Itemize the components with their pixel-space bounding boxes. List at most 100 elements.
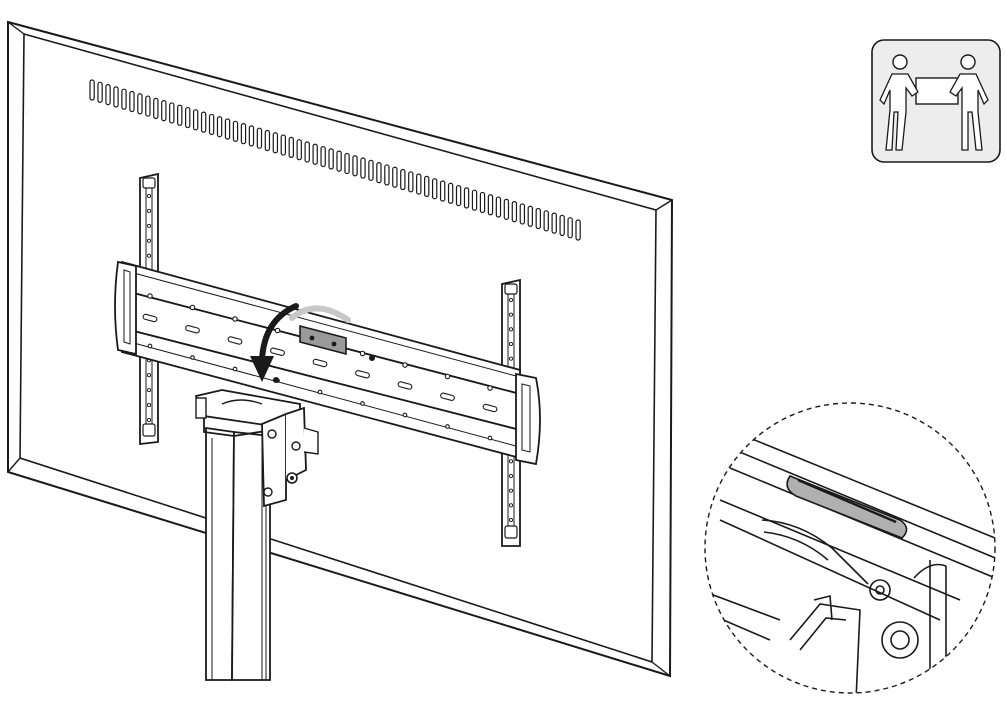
horizontal-bracket [114, 260, 541, 466]
bracket-hole [359, 350, 366, 357]
bracket-hole [147, 343, 153, 349]
vent-slot [543, 210, 549, 232]
vent-slot [296, 139, 302, 161]
vent-slot [105, 83, 111, 106]
vent-slot [439, 180, 446, 202]
bracket-slot [227, 336, 243, 345]
bracket-hole [190, 355, 195, 360]
bracket-slot [312, 358, 328, 368]
vent-slot [153, 97, 159, 119]
bracket-hole [444, 373, 451, 380]
bracket-slot [482, 403, 498, 413]
bracket-hole [402, 362, 408, 368]
arm-hole [146, 373, 152, 378]
bracket-slot [185, 325, 200, 334]
vent-slot [89, 79, 95, 101]
vent-slot [384, 164, 390, 186]
arm-hole [508, 312, 514, 317]
curved-arrow-icon [250, 303, 351, 382]
arm-hole [508, 473, 514, 479]
vent-slot [368, 159, 374, 181]
bracket-hole [189, 304, 196, 311]
vent-slot [455, 184, 462, 207]
vent-slot [248, 125, 255, 147]
vent-slot [424, 175, 430, 197]
arm-hole [146, 388, 152, 393]
vent-slot [519, 203, 526, 225]
vent-slot [177, 104, 183, 126]
bracket-slot [270, 347, 285, 356]
bracket-slot [355, 370, 370, 379]
arm-hole [508, 341, 514, 347]
bracket-hole [360, 401, 365, 406]
vent-slot [161, 100, 167, 122]
arm-hole [146, 223, 152, 228]
vent-slot [320, 145, 326, 168]
bracket-hole [232, 366, 238, 372]
vent-slot [559, 214, 565, 237]
vent-slot [224, 118, 231, 140]
bracket-hole [402, 412, 408, 418]
bracket-hole [232, 316, 238, 322]
bracket-hole [317, 389, 323, 395]
bracket-hole [487, 435, 493, 441]
vent-slot [408, 171, 414, 193]
bracket-hole [487, 385, 493, 391]
vent-slot [288, 136, 294, 158]
vent-slot [336, 150, 342, 172]
arm-hole [508, 327, 514, 332]
vent-slot [471, 189, 478, 211]
vent-slot [567, 217, 573, 239]
two-person-lift-icon [871, 39, 1001, 163]
arm-hole [508, 459, 514, 464]
vent-slot [431, 178, 438, 200]
vent-slot [392, 166, 398, 188]
vent-slot [503, 198, 510, 220]
arm-hole [508, 356, 514, 361]
vent-slot [551, 212, 557, 234]
vent-slot [527, 205, 533, 227]
vent-slot [304, 141, 310, 163]
arm-hole [508, 297, 514, 303]
bracket-hole [147, 293, 153, 299]
vent-slot [216, 116, 223, 138]
bracket-hole [445, 424, 450, 429]
arm-hole [508, 517, 514, 523]
vent-slot [360, 157, 366, 179]
bracket-hole [274, 327, 281, 334]
vent-slot [376, 162, 382, 184]
bracket-slot [397, 381, 413, 390]
bracket-slot [142, 313, 158, 323]
vent-slot [328, 148, 334, 170]
vent-slot [400, 168, 406, 191]
vent-slot [121, 88, 127, 110]
arm-hole [146, 417, 152, 423]
vent-slot [145, 95, 151, 117]
vent-slot [200, 111, 207, 133]
vent-slot [129, 90, 135, 113]
vent-slot [344, 152, 350, 175]
vent-slot [232, 120, 239, 142]
vent-slot [312, 143, 318, 165]
vent-slot [280, 134, 287, 156]
vent-slot [256, 127, 263, 149]
latch-plate [299, 324, 347, 356]
arm-hole [146, 253, 152, 258]
vent-slot [352, 155, 358, 177]
bracket-slot [440, 392, 455, 401]
vent-slot [447, 182, 454, 204]
arm-hole [146, 208, 152, 213]
detail-magnifier [704, 402, 996, 694]
vent-slot [463, 187, 470, 209]
vent-slot [208, 113, 215, 136]
arm-hole [508, 503, 514, 508]
vent-slot [416, 173, 422, 195]
vent-slot [185, 106, 191, 129]
vent-slot [113, 86, 119, 108]
arm-hole [146, 193, 152, 199]
vent-slot [264, 129, 271, 152]
vent-slot [575, 219, 581, 241]
vent-slot [479, 191, 486, 214]
vent-slot [240, 123, 247, 145]
